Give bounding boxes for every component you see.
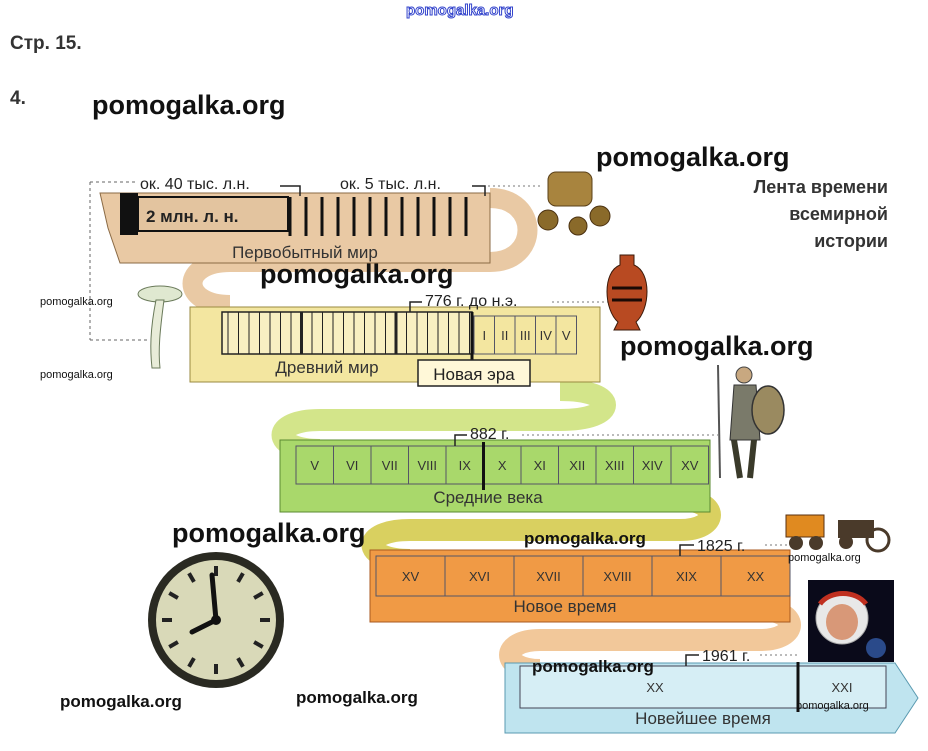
band-3-century: VII — [382, 458, 398, 473]
clock-hour-mark — [253, 591, 264, 600]
band-2-century: II — [501, 328, 508, 343]
watermark: pomogalka.org — [60, 692, 182, 711]
clock-illustration — [148, 552, 284, 688]
band-1-ticks — [288, 197, 468, 236]
band-5-cell-xxi — [797, 665, 887, 709]
band-1-mark-b: ок. 5 тыс. л.н. — [340, 176, 441, 193]
watermark: pomogalka.org — [260, 259, 454, 289]
band-middle-ages: V VI VII VIII IX X XI XII XIII XIV XV Средние века… — [279, 426, 718, 513]
band-5-century-1: XX — [646, 680, 664, 695]
era-box — [417, 359, 531, 387]
band-3-century: X — [498, 458, 507, 473]
band-4-century: XV — [402, 569, 420, 584]
band-primitive: 2 млн. л. н. Первобытный мир ок. 40 тыс.… — [89, 176, 540, 341]
band-5-label: Новейшее время — [635, 709, 771, 728]
locomotive-illustration — [785, 514, 891, 553]
band-3-century: XIV — [642, 458, 663, 473]
title-line-1: Лента времени — [753, 177, 888, 197]
band-3-century: XII — [569, 458, 585, 473]
cart-illustration — [537, 171, 611, 236]
clock-hour-mark — [168, 640, 179, 649]
watermark: pomogalka.org — [172, 518, 366, 548]
band-2-century: V — [562, 328, 571, 343]
band-3-ribbon — [279, 439, 711, 513]
amphora-illustration — [606, 254, 648, 331]
band-3-century: VIII — [417, 458, 437, 473]
band-3-mark: 882 г. — [470, 426, 509, 443]
watermark: pomogalka.org — [620, 331, 814, 361]
timeline-title: Лента времени всемирной истории — [700, 174, 888, 255]
band-4-mark: 1825 г. — [697, 538, 745, 555]
band-5-century-2: XXI — [832, 680, 853, 695]
band-4-century: XVI — [469, 569, 490, 584]
band-2-cell — [555, 315, 577, 355]
clock-hour-mark — [236, 572, 245, 583]
warrior-illustration — [717, 364, 785, 479]
band-4-century: XX — [747, 569, 765, 584]
band-2-century: III — [520, 328, 531, 343]
band-3-centuries: V VI VII VIII IX X XI XII XIII XIV XV — [295, 442, 709, 490]
title-line-3: истории — [814, 231, 888, 251]
watermark-top: pomogalka.org — [406, 2, 515, 20]
band-2-ticks — [227, 312, 474, 362]
band-4-century: XVIII — [603, 569, 631, 584]
band-4-centuries: XV XVI XVII XVIII XIX XX — [375, 555, 791, 597]
band-3-century: V — [310, 458, 319, 473]
watermark: pomogalka.org — [788, 552, 861, 564]
band-4-label: Новое время — [513, 597, 616, 616]
era-box-label: Новая эра — [433, 365, 515, 384]
task-number: 4. — [10, 88, 26, 109]
band-1-start: 2 млн. л. н. — [146, 207, 239, 226]
clock-hour-mark — [168, 591, 179, 600]
watermark: pomogalka.org — [796, 700, 869, 712]
watermark: pomogalka.org — [532, 657, 654, 676]
band-1-start-block — [120, 193, 138, 235]
watermark: pomogalka.org — [296, 688, 418, 707]
band-2-century: IV — [540, 328, 553, 343]
band-2-century: I — [482, 328, 486, 343]
clock-hour-mark — [187, 572, 196, 583]
band-contemporary: XX XXI Новейшее время 1961 г. — [504, 648, 919, 734]
watermark: pomogalka.org — [40, 369, 113, 381]
clock-hour-mark — [236, 657, 245, 668]
band-3-cell — [670, 445, 709, 485]
band-4-cell — [720, 555, 791, 597]
watermark: pomogalka.org — [524, 529, 646, 548]
band-1-scale — [137, 196, 289, 232]
band-2-mark: 776 г. до н.э. — [425, 293, 517, 310]
watermark: pomogalka.org — [596, 142, 790, 172]
band-5-mark: 1961 г. — [702, 648, 750, 665]
band-3-century: XIII — [605, 458, 625, 473]
band-3-century: XV — [681, 458, 699, 473]
watermark: pomogalka.org — [92, 90, 286, 120]
band-3-century: VI — [346, 458, 358, 473]
title-line-2: всемирной — [789, 204, 888, 224]
band-1-mark-a: ок. 40 тыс. л.н. — [140, 176, 250, 193]
band-4-century: XIX — [676, 569, 697, 584]
page-label: Стр. 15. — [10, 33, 82, 54]
band-2-label: Древний мир — [275, 358, 378, 377]
band-modern: XV XVI XVII XVIII XIX XX Новое время 1825 г. — [369, 538, 791, 623]
watermark: pomogalka.org — [40, 296, 113, 308]
band-2-scale — [221, 311, 473, 355]
band-1-label: Первобытный мир — [232, 243, 378, 262]
clock-hour-mark — [253, 640, 264, 649]
mushroom-illustration — [137, 285, 183, 369]
band-3-century: IX — [459, 458, 472, 473]
band-3-label: Средние века — [433, 488, 543, 507]
clock-hour-mark — [187, 657, 196, 668]
cosmonaut-illustration — [808, 580, 894, 662]
band-3-century: XI — [534, 458, 546, 473]
band-5-cell-xx — [519, 665, 799, 709]
band-4-century: XVII — [536, 569, 561, 584]
